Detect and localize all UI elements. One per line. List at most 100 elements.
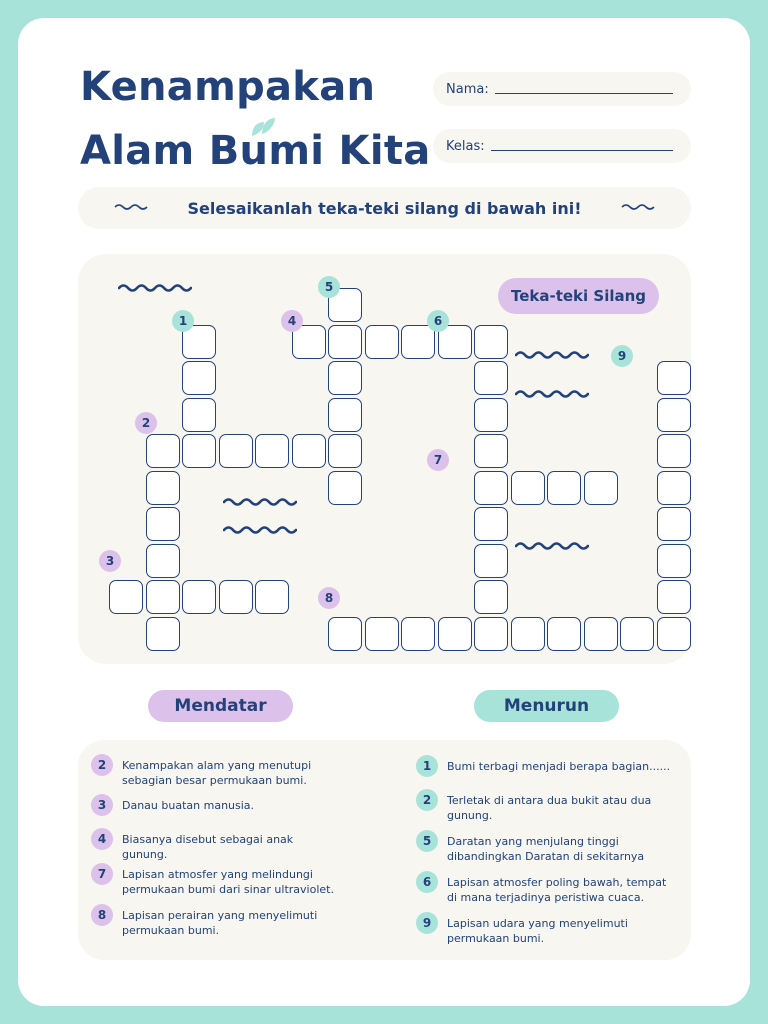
across-clue: 8 Lapisan perairan yang menyelimuti perm… <box>91 904 341 938</box>
crossword-cell[interactable] <box>401 616 435 651</box>
page-title-line2: Alam Bumi Kita <box>80 128 431 174</box>
crossword-cell[interactable] <box>474 616 508 651</box>
crossword-cell[interactable] <box>328 470 362 505</box>
name-input-line[interactable] <box>494 84 673 94</box>
crossword-cell[interactable] <box>656 470 691 505</box>
across-clue: 4 Biasanya disebut sebagai anak gunung. <box>91 828 341 862</box>
clue-badge: 5 <box>416 830 438 852</box>
clue-number-9: 9 <box>611 345 633 367</box>
clue-text: Danau buatan manusia. <box>122 799 255 812</box>
clue-badge: 1 <box>416 755 438 777</box>
crossword-cell[interactable] <box>437 324 472 359</box>
crossword-cell[interactable] <box>182 434 216 468</box>
clue-number-5: 5 <box>318 276 340 298</box>
crossword-cell[interactable] <box>145 507 180 541</box>
crossword-cell[interactable] <box>656 397 691 432</box>
clue-text: Biasanya disebut sebagai anak gunung. <box>122 833 294 861</box>
across-clue: 3 Danau buatan manusia. <box>91 794 341 816</box>
crossword-cell[interactable] <box>218 580 253 614</box>
wave-icon <box>515 390 589 398</box>
clue-badge: 6 <box>416 871 438 893</box>
crossword-cell[interactable] <box>656 580 691 614</box>
crossword-cell[interactable] <box>474 361 508 395</box>
class-input-line[interactable] <box>490 141 673 151</box>
clue-badge: 9 <box>416 912 438 934</box>
crossword-cell[interactable] <box>145 543 180 578</box>
crossword-cell[interactable] <box>656 434 691 468</box>
down-heading: Menurun <box>474 690 619 722</box>
clue-number-2: 2 <box>135 412 157 434</box>
crossword-cell[interactable] <box>620 616 654 651</box>
crossword-cell[interactable] <box>583 616 618 651</box>
across-heading: Mendatar <box>148 690 293 722</box>
crossword-cell[interactable] <box>474 470 508 505</box>
crossword-cell[interactable] <box>474 397 508 432</box>
clue-badge: 8 <box>91 904 113 926</box>
clue-text: Lapisan atmosfer yang melindungi permuka… <box>122 868 334 896</box>
crossword-cell[interactable] <box>401 324 435 359</box>
crossword-cell[interactable] <box>145 470 180 505</box>
crossword-cell[interactable] <box>547 470 581 505</box>
crossword-cell[interactable] <box>328 361 362 395</box>
wave-icon <box>515 542 589 550</box>
clues-panel <box>78 740 691 960</box>
crossword-cell[interactable] <box>364 616 399 651</box>
clue-badge: 3 <box>91 794 113 816</box>
crossword-cell[interactable] <box>437 616 472 651</box>
clue-number-6: 6 <box>427 310 449 332</box>
clue-number-3: 3 <box>99 550 121 572</box>
crossword-cell[interactable] <box>218 434 253 468</box>
crossword-cell[interactable] <box>182 361 216 395</box>
crossword-cell[interactable] <box>547 616 581 651</box>
crossword-cell[interactable] <box>474 543 508 578</box>
name-field[interactable]: Nama: <box>433 72 691 106</box>
crossword-cell[interactable] <box>255 434 289 468</box>
crossword-cell[interactable] <box>656 507 691 541</box>
crossword-cell[interactable] <box>109 580 143 614</box>
crossword-cell[interactable] <box>145 434 180 468</box>
class-field[interactable]: Kelas: <box>433 129 691 163</box>
down-clue: 1 Bumi terbagi menjadi berapa bagian....… <box>416 755 678 777</box>
class-label: Kelas: <box>446 138 485 154</box>
wave-icon <box>223 498 297 506</box>
crossword-cell[interactable] <box>328 397 362 432</box>
crossword-cell[interactable] <box>474 434 508 468</box>
crossword-cell[interactable] <box>145 616 180 651</box>
crossword-cell[interactable] <box>656 616 691 651</box>
crossword-cell[interactable] <box>328 324 362 359</box>
crossword-cell[interactable] <box>255 580 289 614</box>
crossword-cell[interactable] <box>510 616 545 651</box>
crossword-cell[interactable] <box>364 324 399 359</box>
down-clue: 5 Daratan yang menjulang tinggi dibandin… <box>416 830 678 864</box>
crossword-cell[interactable] <box>656 543 691 578</box>
crossword-cell[interactable] <box>182 397 216 432</box>
crossword-cell[interactable] <box>474 580 508 614</box>
clue-text: Kenampakan alam yang menutupi sebagian b… <box>122 759 312 787</box>
crossword-cell[interactable] <box>328 434 362 468</box>
crossword-cell[interactable] <box>474 507 508 541</box>
wave-icon <box>118 284 192 292</box>
crossword-cell[interactable] <box>583 470 618 505</box>
crossword-cell[interactable] <box>328 616 362 651</box>
crossword-cell[interactable] <box>474 324 508 359</box>
leaf-icon <box>252 118 275 136</box>
crossword-cell[interactable] <box>291 434 326 468</box>
clue-text: Lapisan atmosfer poling bawah, tempat di… <box>447 876 667 904</box>
crossword-cell[interactable] <box>145 580 180 614</box>
clue-number-1: 1 <box>172 310 194 332</box>
clue-badge: 2 <box>91 754 113 776</box>
clue-number-4: 4 <box>281 310 303 332</box>
page-title-line1: Kenampakan <box>80 64 376 110</box>
clue-number-8: 8 <box>318 587 340 609</box>
instruction-text: Selesaikanlah teka-teki silang di bawah … <box>187 198 582 218</box>
clue-text: Lapisan perairan yang menyelimuti permuk… <box>122 909 318 937</box>
across-clue: 7 Lapisan atmosfer yang melindungi permu… <box>91 863 341 897</box>
clue-badge: 4 <box>91 828 113 850</box>
instruction-bar: Selesaikanlah teka-teki silang di bawah … <box>78 187 691 229</box>
wave-icon <box>114 204 148 210</box>
crossword-cell[interactable] <box>656 361 691 395</box>
crossword-cell[interactable] <box>510 470 545 505</box>
clue-badge: 7 <box>91 863 113 885</box>
crossword-cell[interactable] <box>182 580 216 614</box>
name-label: Nama: <box>446 81 489 97</box>
